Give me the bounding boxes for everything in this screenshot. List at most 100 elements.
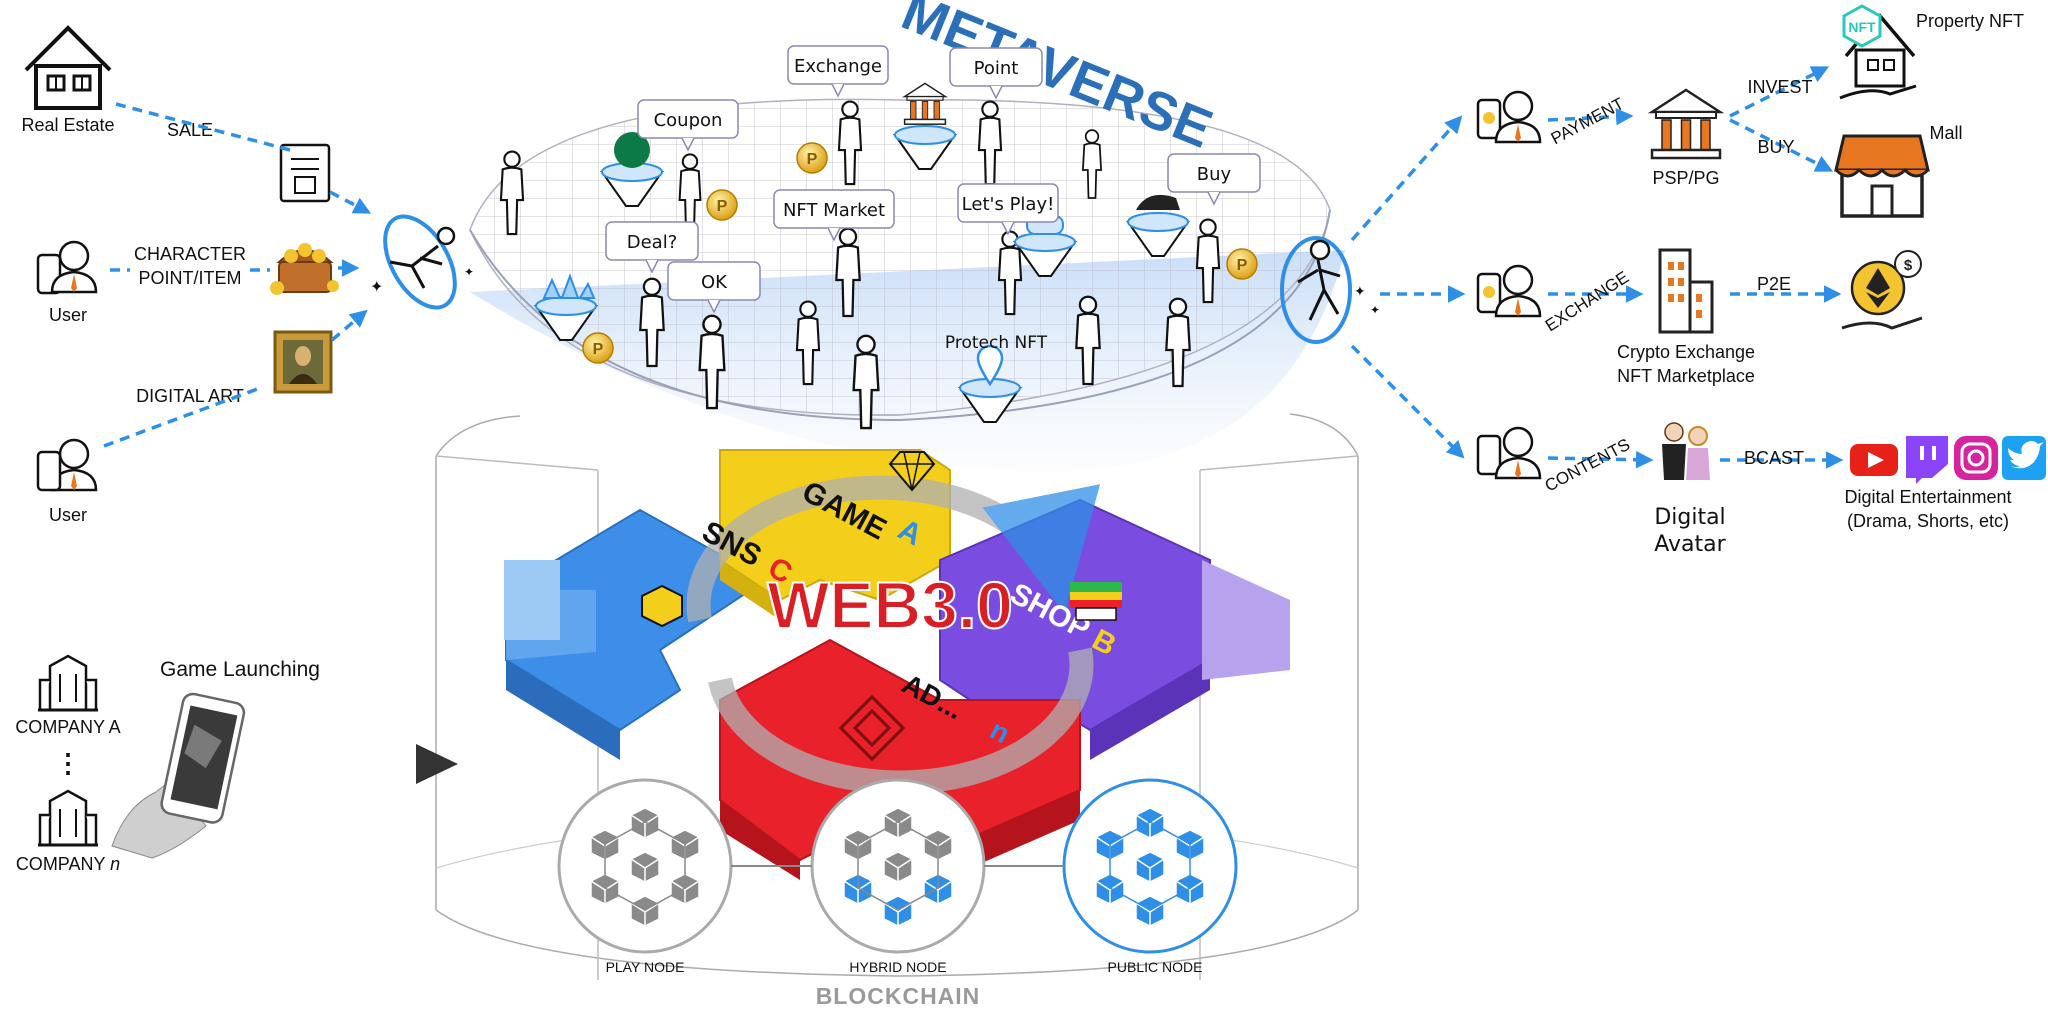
crypto-island [535,273,597,341]
coin-icon [582,332,614,364]
digital-art-label: DIGITAL ART [136,386,244,406]
mall-label: Mall [1929,123,1962,143]
digital-entertainment-label: Digital Entertainment [1844,487,2011,507]
web3-puzzle: GAME A SNS C SHOP B AD... n WEB3.0 [504,449,1290,890]
house-icon [24,25,112,110]
web3-label: WEB3.0 [767,568,1013,642]
document-icon [279,143,331,203]
coupon-bubble: Coupon [637,99,739,152]
portal-entry-icon: ✦ ✦ [370,214,474,310]
point-item-label: POINT/ITEM [139,268,242,288]
point-text: Point [974,58,1019,79]
entertainment-examples-label: (Drama, Shorts, etc) [1847,511,2009,531]
youtube-icon [1850,444,1898,476]
svg-text:✦: ✦ [370,279,383,296]
diamond-icon [888,451,936,492]
invest-label: INVEST [1747,77,1812,97]
lets-play-text: Let's Play! [962,194,1055,215]
tablet-icon [36,450,62,492]
payment-label: PAYMENT [1548,94,1627,148]
blockchain-nodes [557,778,1238,954]
exchange-flow-label: EXCHANGE [1542,267,1632,335]
svg-text:$: $ [1904,257,1913,274]
twitter-icon [2002,436,2046,480]
svg-text:✦: ✦ [1370,303,1380,317]
exchange-text: Exchange [794,56,882,77]
blockchain-label: BLOCKCHAIN [816,983,981,1009]
gem-icon [641,584,683,628]
digital-avatar-icon [1662,422,1710,480]
digital-label: Digital [1654,505,1725,530]
mall-icon [1834,134,1930,218]
point-bubble: Point [949,47,1043,100]
ok-text: OK [701,272,728,293]
ok-bubble: OK [667,261,761,314]
exchange-user-icon [1476,264,1542,318]
twitch-icon [1906,436,1948,484]
hybrid-node [810,778,986,954]
contents-label: CONTENTS [1542,435,1633,496]
character-label: CHARACTER [134,244,246,264]
psp-bank-icon [1650,88,1722,160]
bcast-label: BCAST [1744,448,1804,468]
hybrid-node-label: HYBRID NODE [849,959,946,975]
company-n-suffix: n [110,854,120,874]
painting-icon [273,330,333,394]
exchange-bubble: Exchange [787,45,889,98]
play-node [557,778,733,954]
coin-icon [706,189,738,221]
sns-side-tab [504,560,560,640]
svg-text:✦: ✦ [1354,283,1366,299]
buy-bubble: Buy [1167,153,1261,206]
sneaker-island [1127,194,1189,257]
property-nft-icon: NFT [1839,4,1917,100]
game-launching-label: Game Launching [160,658,320,681]
property-nft-label: Property NFT [1916,11,2024,31]
speech-bubbles: Coupon Exchange Point NFT Market Let's P… [605,45,1261,314]
user-character-source: User CHARACTER POINT/ITEM [36,240,360,325]
real-estate-source: Real Estate SALE [21,25,372,214]
maze-icon [838,694,906,762]
location-pin-island [959,344,1021,423]
svg-text:✦: ✦ [464,265,474,279]
social-platform-icons [1850,436,2046,484]
starbucks-island [601,132,663,207]
crypto-building-icon [1658,248,1714,334]
company-n-label: COMPANY n [16,854,120,874]
coin-icon [1226,248,1258,280]
protect-nft-label: Protech NFT [945,333,1048,353]
building-icon-n [38,789,98,847]
real-estate-label: Real Estate [21,115,114,135]
company-n-prefix: COMPANY [16,854,110,874]
user-art-source: User DIGITAL ART [36,309,368,525]
user-label-2: User [49,505,87,525]
shop-stand-icon [1070,582,1122,621]
floating-islands [535,82,1189,423]
buy-text: Buy [1197,164,1232,185]
portal-exit-icon: ✦ ✦ [1280,236,1380,344]
public-node-label: PUBLIC NODE [1108,959,1203,975]
instagram-icon [1954,436,1998,480]
deal-text: Deal? [627,232,678,253]
nft-market-text: NFT Market [783,200,885,221]
public-node [1062,778,1238,954]
psp-label: PSP/PG [1652,168,1719,188]
companies-block: COMPANY A ⋮ COMPANY n Game Launching [15,654,458,874]
nft-badge-label: NFT [1848,19,1876,35]
buy-flow-label: BUY [1757,137,1794,157]
building-icon-a [38,654,98,712]
right-flows: PAYMENT PSP/PG INVEST BUY NFT Property N… [1350,4,2046,557]
deal-bubble: Deal? [605,221,699,274]
company-dots: ⋮ [55,748,81,778]
p2e-label: P2E [1757,274,1791,294]
payment-user-icon [1476,90,1542,144]
smartphone-hand-icon [111,692,246,859]
lets-play-bubble: Let's Play! [957,183,1059,236]
nft-market-bubble: NFT Market [773,189,895,242]
ethereum-coin-icon: $ [1841,250,1923,330]
avatar-label: Avatar [1654,532,1726,557]
shop-side-tab [1202,560,1290,680]
user-label-1: User [49,305,87,325]
nft-marketplace-label: NFT Marketplace [1617,366,1755,386]
